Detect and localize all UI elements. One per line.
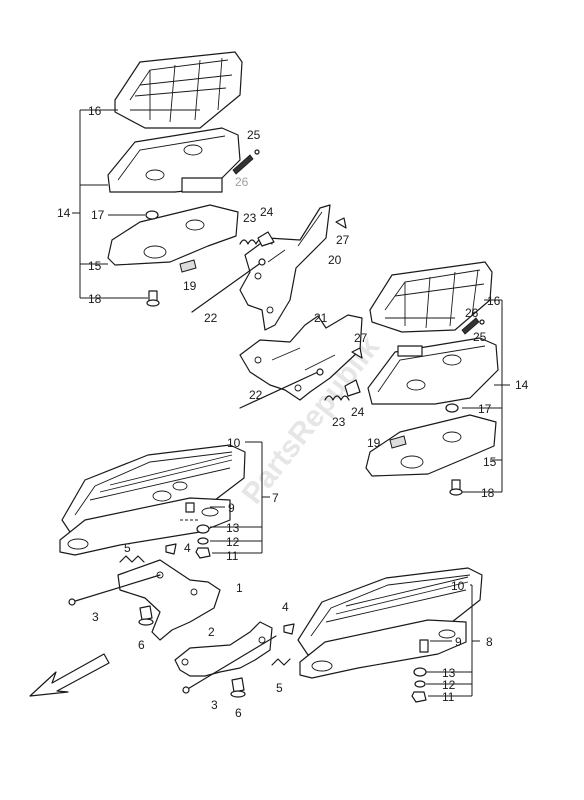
label-2: 2: [208, 625, 215, 639]
bracket-20: [239, 204, 331, 331]
bolt-6-upper: [138, 605, 154, 626]
bracket-21: [239, 314, 363, 401]
pin-3-lower: [182, 635, 277, 694]
footboard-rubber-left: [114, 51, 243, 129]
clip-27-lower: [351, 347, 363, 359]
bracket-1: [117, 559, 221, 641]
front-direction-arrow-icon: [29, 653, 110, 697]
spring-23-lower: [324, 395, 350, 401]
label-8: 8: [486, 635, 493, 649]
label-22-lower: 22: [249, 388, 263, 402]
label-15-right: 15: [483, 455, 497, 469]
label-5-upper: 5: [124, 541, 131, 555]
label-13-left: 13: [226, 521, 240, 535]
bolt-18-left: [146, 290, 160, 307]
floorboard-base-right: [299, 619, 467, 679]
label-13-right: 13: [442, 666, 456, 680]
label-18-left: 18: [88, 292, 102, 306]
label-27-upper: 27: [336, 233, 350, 247]
label-9-left: 9: [228, 501, 235, 515]
label-10-right: 10: [451, 579, 465, 593]
label-16-right: 16: [487, 294, 501, 308]
spring-26-right: [461, 317, 485, 335]
leader-group-left: [72, 109, 148, 299]
label-12-left: 12: [226, 535, 240, 549]
label-19-left: 19: [183, 279, 197, 293]
label-25-left: 25: [247, 128, 261, 142]
label-3-upper: 3: [92, 610, 99, 624]
label-25-right: 25: [473, 330, 487, 344]
label-5-lower: 5: [276, 681, 283, 695]
label-4-lower: 4: [282, 600, 289, 614]
label-17-right: 17: [478, 402, 492, 416]
fasteners-left: [185, 502, 211, 559]
bolt-6-lower: [230, 677, 246, 698]
footboard-plate-upper-right: [367, 337, 499, 405]
footboard-plate-lower-right: [365, 414, 497, 477]
stopper-24-upper: [257, 231, 275, 247]
label-23-upper: 23: [243, 211, 257, 225]
pin-3-upper: [68, 574, 161, 606]
stopper-24-lower: [344, 379, 361, 397]
label-27-lower: 27: [354, 331, 368, 345]
leader-group-mid-left: [180, 441, 270, 554]
label-16-left: 16: [88, 104, 102, 118]
label-22-upper: 22: [204, 311, 218, 325]
footboard-plate-upper-left: [107, 127, 241, 193]
spring-26-left: [232, 149, 260, 175]
label-7: 7: [272, 491, 279, 505]
cover-19-right: [389, 435, 407, 449]
label-19-right: 19: [367, 436, 381, 450]
label-11-right: 11: [442, 690, 455, 704]
label-15-left: 15: [88, 259, 102, 273]
pin-22-lower: [239, 368, 324, 409]
label-17-left: 17: [91, 208, 105, 222]
label-26-right: 26: [465, 306, 479, 320]
label-6-upper: 6: [138, 638, 145, 652]
label-11-left: 11: [226, 549, 239, 563]
washer-17-left: [145, 210, 159, 220]
label-9-right: 9: [455, 635, 462, 649]
cover-19-left: [179, 259, 197, 273]
label-20: 20: [328, 253, 342, 267]
label-24-lower: 24: [351, 405, 365, 419]
clip-4-upper: [165, 543, 177, 555]
fasteners-right: [411, 639, 429, 703]
clip-27-upper: [335, 217, 347, 229]
label-6-lower: 6: [235, 706, 242, 720]
label-12-right: 12: [442, 678, 456, 692]
spring-5-lower: [271, 658, 291, 666]
bolt-18-right: [449, 479, 463, 496]
label-18-right: 18: [481, 486, 495, 500]
clip-4-lower: [283, 623, 295, 635]
label-10-left: 10: [227, 436, 241, 450]
label-14-left: 14: [57, 206, 71, 220]
label-24-upper: 24: [260, 205, 274, 219]
label-23-lower: 23: [332, 415, 346, 429]
pin-22-upper: [191, 258, 266, 313]
label-14-right: 14: [515, 378, 529, 392]
label-21: 21: [314, 311, 328, 325]
label-4-upper: 4: [184, 541, 191, 555]
spring-5-upper: [119, 555, 145, 563]
footboard-plate-lower-left: [107, 204, 239, 266]
label-1: 1: [236, 581, 243, 595]
washer-17-right: [445, 403, 459, 413]
leader-group-right: [462, 299, 510, 493]
label-26-left: 26: [235, 175, 249, 189]
bracket-2: [174, 621, 273, 677]
leader-group-lower-right: [426, 584, 480, 697]
label-3-lower: 3: [211, 698, 218, 712]
